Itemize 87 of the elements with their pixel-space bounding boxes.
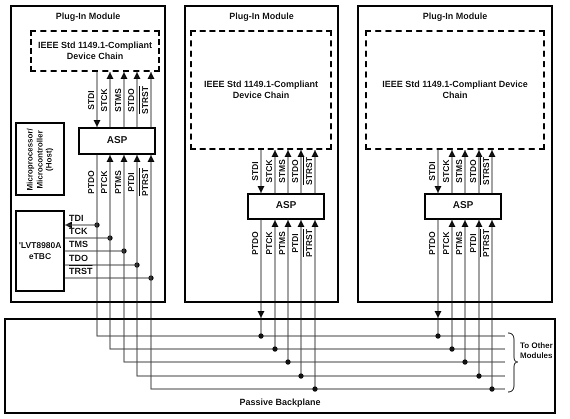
backplane-box: [4, 318, 556, 414]
arrow: [284, 220, 292, 318]
module-box: [357, 5, 553, 303]
signal-label: STCK: [99, 88, 109, 112]
signal-label: PTDI: [468, 233, 478, 253]
arrow: [64, 154, 98, 228]
module-title: Plug-In Module: [422, 11, 488, 22]
arrow: [434, 150, 442, 194]
signal-label: PTCK: [441, 231, 451, 255]
arrow: [476, 220, 482, 318]
pin-label: TRST: [69, 266, 92, 278]
signal-label: PTDI: [290, 233, 300, 253]
arrow: [448, 220, 456, 318]
arrow: [488, 220, 496, 318]
signal-label: STDO: [126, 88, 136, 112]
signal-label: STMS: [277, 159, 287, 183]
module-box: [184, 5, 339, 303]
connector-line: [64, 224, 98, 318]
signal-label: STDO: [468, 159, 478, 183]
module-box: [10, 5, 166, 303]
signal-label: STDI: [86, 90, 96, 110]
arrow: [272, 220, 278, 318]
arrow: [284, 150, 292, 194]
signal-label: PTCK: [99, 170, 109, 194]
arrow: [298, 220, 304, 318]
box-label: ASP: [274, 200, 298, 213]
signal-label: PTCK: [264, 231, 274, 255]
host-box: [15, 122, 65, 196]
signal-label: PTRST: [481, 229, 491, 257]
signal-label: STRST: [481, 157, 491, 185]
signal-label: STCK: [264, 159, 274, 183]
box-label: IEEE Std 1149.1-Compliant Device Chain: [381, 78, 529, 102]
arrow: [462, 150, 468, 194]
signal-label: PTDI: [126, 172, 136, 192]
arrow: [258, 150, 264, 194]
signal-label: PTDO: [427, 231, 437, 255]
module-title: Plug-In Module: [228, 11, 295, 22]
signal-label: PTRST: [140, 168, 150, 196]
etbc-box: [15, 210, 65, 292]
arrow: [312, 220, 318, 318]
asp-box: [247, 193, 325, 220]
arrow: [476, 150, 482, 194]
box-label: IEEE Std 1149.1-Compliant Device Chain: [202, 78, 320, 102]
signal-label: STDI: [250, 161, 260, 181]
box-label: 'LVT8980A eTBC: [18, 240, 62, 262]
arrow: [488, 150, 496, 194]
module-title: Plug-In Module: [54, 11, 122, 22]
signal-label: STRST: [140, 86, 150, 114]
arrow: [148, 72, 154, 128]
box-label: ASP: [452, 200, 474, 213]
asp-box: [78, 127, 156, 155]
arrow: [272, 150, 278, 194]
signal-label: PTDO: [86, 170, 96, 194]
signal-label: PTRST: [304, 229, 314, 257]
signal-label: STDO: [290, 159, 300, 183]
signal-label: PTMS: [454, 231, 464, 255]
signal-label: PTMS: [277, 231, 287, 255]
device-chain-box: [365, 30, 545, 150]
arrow: [462, 220, 468, 318]
box-label: IEEE Std 1149.1-Compliant Device Chain: [36, 40, 154, 62]
backplane-label: Passive Backplane: [238, 396, 322, 408]
arrow: [258, 220, 264, 318]
device-chain-box: [30, 30, 160, 72]
box-label: ASP: [106, 134, 128, 148]
note-text: To Other Modules: [520, 341, 554, 361]
signal-label: PTMS: [113, 170, 123, 194]
pin-label: TDO: [69, 253, 88, 264]
device-chain-box: [190, 30, 332, 150]
pin-label: TDI: [69, 213, 84, 224]
signal-label: PTDO: [250, 231, 260, 255]
signal-label: STMS: [113, 88, 123, 112]
arrow: [434, 220, 442, 318]
box-label: Microprocessor/ Microcontroller (Host): [26, 126, 54, 192]
arrow: [134, 72, 140, 128]
arrow: [94, 72, 100, 128]
arrow: [106, 72, 114, 128]
arrow: [448, 150, 456, 194]
arrow: [120, 72, 128, 128]
signal-label: STRST: [304, 157, 314, 185]
asp-box: [424, 193, 502, 220]
signal-label: STCK: [441, 159, 451, 183]
signal-label: STDI: [427, 161, 437, 181]
signal-label: STMS: [454, 159, 464, 183]
pin-label: TMS: [69, 239, 88, 250]
arrow: [298, 150, 304, 194]
arrow: [312, 150, 318, 194]
pin-label: TCK: [69, 226, 88, 238]
